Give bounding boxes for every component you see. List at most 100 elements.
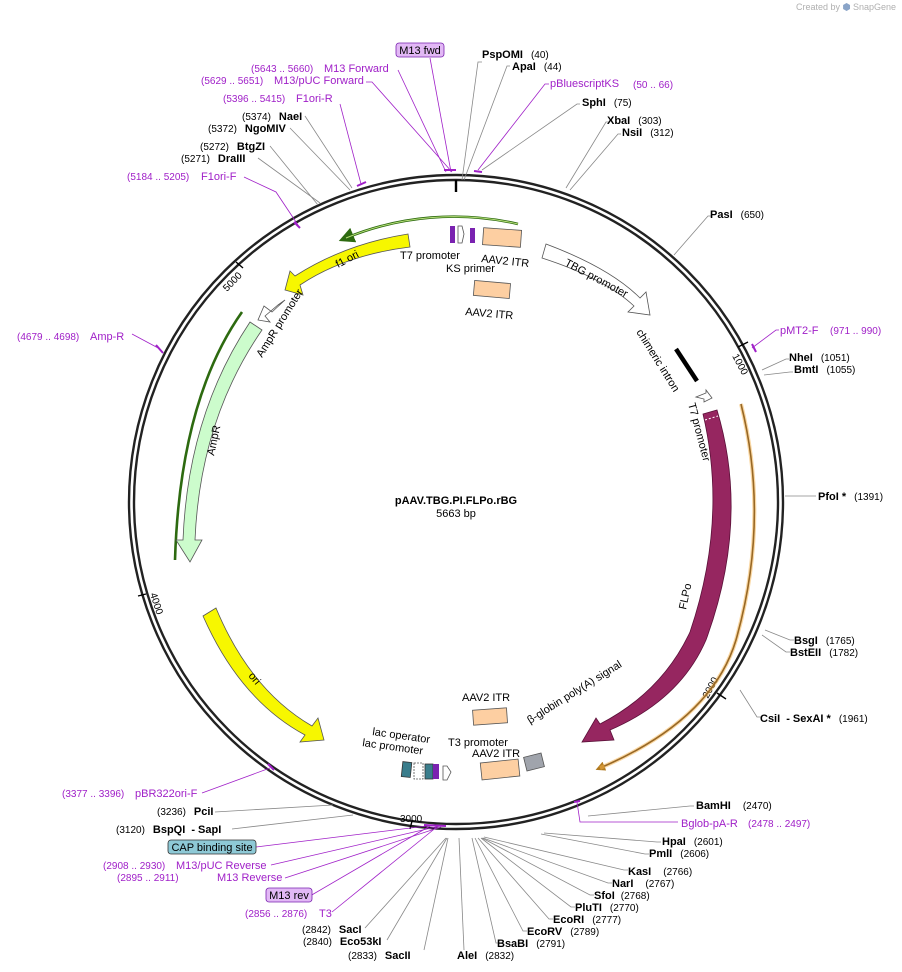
- line-nari: [482, 837, 612, 884]
- flpo-arrow: [581, 409, 732, 743]
- site-alei: AleI(2832): [457, 950, 514, 962]
- primer-m13rev-badge: M13 rev: [265, 887, 313, 903]
- aav2-itr-inner-box: [472, 280, 511, 299]
- ampr-promoter-arrow: [257, 299, 286, 323]
- top-green-arrow-glow: [345, 216, 519, 239]
- primer-m13-fwd-pos: (5643 .. 5660): [251, 64, 313, 75]
- primer-m13puc-fwd: M13/pUC Forward: [274, 75, 364, 87]
- line-sphi: [481, 103, 580, 171]
- tbg-promoter-arrow: [541, 243, 651, 316]
- site-bspqi: (3120)BspQI- SapI: [116, 824, 221, 836]
- primer-pbluescriptks: pBluescriptKS: [550, 78, 619, 90]
- primer-f1ori-f: F1ori-F: [201, 171, 237, 183]
- tbg-promoter-label: TBG promoter: [563, 257, 630, 300]
- orange-arrow-glow: [599, 403, 757, 770]
- snapgene-logo-icon: ⬢: [842, 2, 851, 12]
- aav2-itr-bottom2-label: AAV2 ITR: [472, 748, 520, 760]
- cap-badge-box: [167, 839, 257, 855]
- primer-m13fwd-badge: M13 fwd: [395, 42, 445, 58]
- line-bsteii: [761, 634, 790, 653]
- site-eco53ki: (2840)Eco53kI: [303, 936, 382, 948]
- site-nari: NarI(2767): [612, 878, 674, 890]
- line-bglob: [576, 801, 678, 823]
- site-sacii: (2833)SacII: [348, 950, 411, 962]
- cap-badge-label: CAP binding site: [171, 842, 252, 854]
- f1-ori-arrow: [284, 233, 411, 296]
- primer-t3: T3: [319, 908, 332, 920]
- primer-f1ori-r-pos: (5396 .. 5415): [223, 94, 285, 105]
- line-bsabi: [471, 837, 500, 944]
- bglobin-polya-box: [523, 752, 545, 772]
- primer-f1ori-f-pos: (5184 .. 5205): [127, 172, 189, 183]
- site-sfoi: SfoI(2768): [594, 890, 650, 902]
- line-m13rev-badge: [309, 825, 431, 897]
- credit-prefix: Created by: [796, 2, 841, 12]
- site-bsgi: BsgI(1765): [794, 635, 855, 647]
- tick-1000: [737, 341, 749, 348]
- mark-ampr: [155, 344, 164, 354]
- primer-pmt2f: pMT2-F: [780, 325, 819, 337]
- line-m13puc-fwd: [366, 81, 453, 173]
- m13rev-badge-box: [265, 887, 313, 903]
- lac-promoter-mark: [413, 762, 424, 780]
- plasmid-length: 5663 bp: [436, 508, 476, 520]
- line-bamhi: [587, 805, 694, 817]
- site-apai: ApaI(44): [512, 61, 562, 73]
- tick-4000: [137, 593, 147, 597]
- t7-promoter-right-arrow: [694, 388, 713, 403]
- line-f1ori-r: [339, 103, 362, 185]
- line-pluti: [480, 837, 575, 908]
- f1-ori-label: f1 ori: [334, 249, 361, 271]
- t7-promoter-top-label: T7 promoter: [400, 250, 460, 262]
- m13rev-badge-label: M13 rev: [269, 890, 309, 902]
- primer-ampr-pos: (4679 .. 4698): [17, 332, 79, 343]
- site-nhei: NheI(1051): [789, 352, 850, 364]
- tick-label-5000: 5000: [221, 270, 245, 294]
- site-lines: [214, 61, 816, 951]
- line-apai: [463, 65, 510, 181]
- tick-2000: [716, 692, 727, 700]
- line-pbr322: [201, 767, 271, 794]
- primer-bglob-pos: (2478 .. 2497): [748, 819, 810, 830]
- site-xbai: XbaI(303): [607, 115, 662, 127]
- line-sfoi: [481, 837, 594, 896]
- line-xbai: [565, 121, 609, 189]
- site-kasi: KasI(2766): [628, 866, 692, 878]
- mark-pbluescript: [473, 170, 483, 173]
- site-draiii: (5271)DraIII: [181, 153, 245, 165]
- t3-promoter-mark: [433, 764, 439, 779]
- mark-bglob: [573, 800, 581, 803]
- ori-arrow: [202, 607, 325, 743]
- ks-primer-mark: [457, 225, 465, 244]
- primer-lines: [131, 57, 779, 913]
- bp-ticks: 1000 2000 3000 4000 5000: [137, 261, 750, 830]
- line-kasi: [483, 836, 628, 871]
- line-m13-fwd-primer: [397, 69, 447, 173]
- line-ampr-primer: [131, 333, 161, 350]
- line-bspqi: [231, 814, 354, 830]
- credit-brand: SnapGene: [852, 2, 896, 12]
- ampr-promoter-label: AmpR promoter: [254, 287, 305, 359]
- line-pasi: [673, 215, 711, 256]
- site-bmti: BmtI(1055): [794, 364, 855, 376]
- backbone-outer-ring: [127, 173, 785, 831]
- aav2-itr-bottom2-box: [479, 758, 521, 781]
- site-saci: (2842)SacI: [302, 924, 362, 936]
- site-btgzi: (5272)BtgZI: [200, 141, 265, 153]
- line-alei: [458, 837, 465, 951]
- site-pluti: PluTI(2770): [575, 902, 639, 914]
- site-pfoi: PfoI *(1391): [818, 491, 883, 503]
- site-ecori: EcoRI(2777): [553, 914, 621, 926]
- site-hpai: HpaI(2601): [662, 836, 723, 848]
- plasmid-name: pAAV.TBG.PI.FLPo.rBG: [395, 495, 517, 507]
- line-saci: [364, 837, 447, 929]
- primer-pbluescriptks-pos: (50 .. 66): [633, 80, 673, 91]
- primer-f1ori-r: F1ori-R: [296, 93, 333, 105]
- primer-pbr322-pos: (3377 .. 3396): [62, 789, 124, 800]
- line-m13-rev: [284, 826, 442, 879]
- primer-m13-fwd: M13 Forward: [324, 63, 389, 75]
- line-sacii: [423, 837, 449, 951]
- mark-f1ori-f: [293, 221, 301, 229]
- primer-marks: [155, 169, 757, 827]
